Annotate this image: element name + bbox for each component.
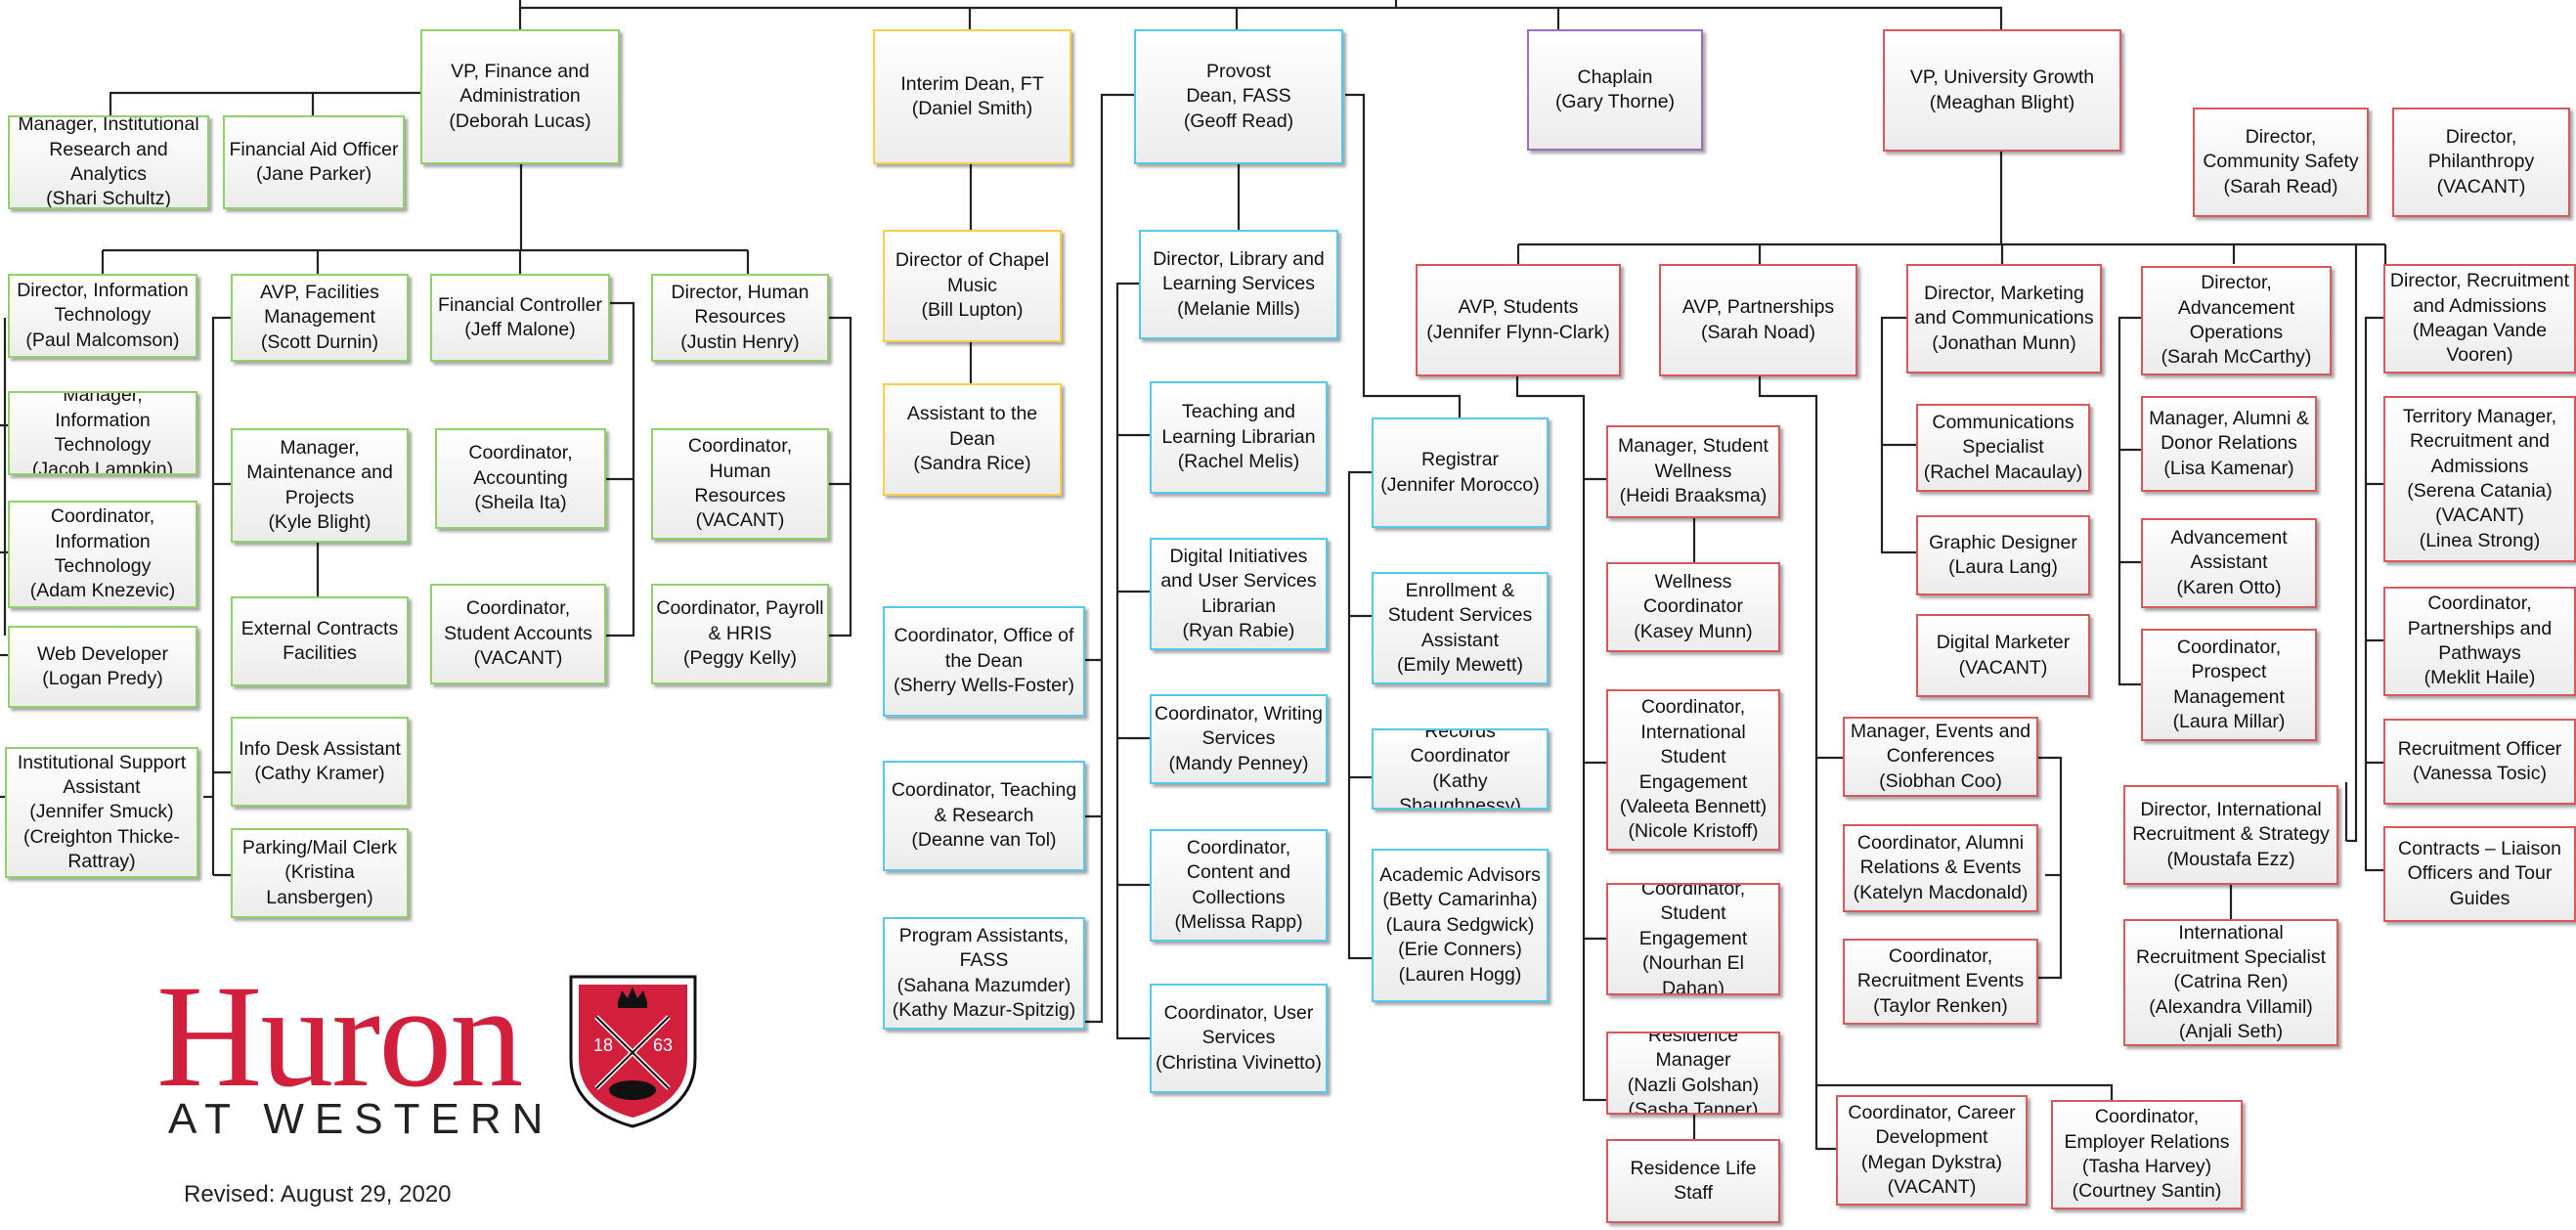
unit-box-vp-growth: VP, University Growth (Meaghan Blight) xyxy=(1883,29,2121,152)
unit-box-residence-manager: Residence Manager (Nazli Golshan) (Sasha… xyxy=(1606,1032,1780,1115)
unit-box-territory-manager: Territory Manager, Recruitment and Admis… xyxy=(2383,396,2576,562)
unit-box-residence-staff: Residence Life Staff xyxy=(1606,1139,1780,1223)
unit-box-dir-it: Director, Information Technology (Paul M… xyxy=(8,274,197,358)
unit-box-intl-recruitment-specialist: International Recruitment Specialist (Ca… xyxy=(2123,919,2338,1046)
unit-box-provost: Provost Dean, FASS (Geoff Read) xyxy=(1134,29,1343,164)
unit-box-recruitment-officer: Recruitment Officer (Vanessa Tosic) xyxy=(2383,719,2576,805)
unit-box-teaching-librarian: Teaching and Learning Librarian (Rachel … xyxy=(1150,381,1328,494)
unit-box-coord-intl-engagement: Coordinator, International Student Engag… xyxy=(1606,689,1780,851)
unit-box-coord-it: Coordinator, Information Technology (Ada… xyxy=(8,501,197,608)
unit-box-parking-clerk: Parking/Mail Clerk (Kristina Lansbergen) xyxy=(231,828,409,918)
unit-box-avp-facilities: AVP, Facilities Management (Scott Durnin… xyxy=(231,274,409,362)
unit-box-coord-recruitment-events: Coordinator, Recruitment Events (Taylor … xyxy=(1843,939,2038,1025)
unit-box-registrar: Registrar (Jennifer Morocco) xyxy=(1372,417,1549,528)
unit-box-coord-alumni-events: Coordinator, Alumni Relations & Events (… xyxy=(1843,824,2038,912)
crest-year-right: 63 xyxy=(653,1035,673,1055)
unit-box-dir-recruitment: Director, Recruitment and Admissions (Me… xyxy=(2383,264,2576,373)
crest-icon: 18 63 xyxy=(569,975,697,1128)
unit-box-dir-hr: Director, Human Resources (Justin Henry) xyxy=(651,274,829,362)
unit-box-digital-librarian: Digital Initiatives and User Services Li… xyxy=(1150,538,1328,650)
unit-box-coord-accounting: Coordinator, Accounting (Sheila Ita) xyxy=(435,428,606,529)
unit-box-avp-partnerships: AVP, Partnerships (Sarah Noad) xyxy=(1659,264,1857,376)
unit-box-info-desk: Info Desk Assistant (Cathy Kramer) xyxy=(231,717,409,807)
unit-box-mgr-it: Manager, Information Technology (Jacob L… xyxy=(8,391,197,475)
unit-box-dir-marketing: Director, Marketing and Communications (… xyxy=(1906,264,2102,373)
unit-box-web-developer: Web Developer (Logan Predy) xyxy=(8,626,197,708)
unit-box-mgr-institutional-research: Manager, Institutional Research and Anal… xyxy=(8,115,209,209)
unit-box-financial-controller: Financial Controller (Jeff Malone) xyxy=(430,274,610,362)
unit-box-dir-community-safety: Director, Community Safety (Sarah Read) xyxy=(2193,108,2369,217)
unit-box-chaplain: Chaplain (Gary Thorne) xyxy=(1527,29,1703,151)
unit-box-avp-students: AVP, Students (Jennifer Flynn-Clark) xyxy=(1416,264,1621,376)
unit-box-coord-student-accounts: Coordinator, Student Accounts (VACANT) xyxy=(430,584,606,684)
unit-box-inst-support: Institutional Support Assistant (Jennife… xyxy=(5,747,198,878)
unit-box-coord-partnerships-pathways: Coordinator, Partnerships and Pathways (… xyxy=(2383,587,2576,696)
unit-box-program-assistants: Program Assistants, FASS (Sahana Mazumde… xyxy=(883,917,1085,1030)
unit-box-assistant-dean: Assistant to the Dean (Sandra Rice) xyxy=(883,383,1062,496)
unit-box-mgr-maintenance: Manager, Maintenance and Projects (Kyle … xyxy=(231,428,409,543)
unit-box-enrollment-assistant: Enrollment & Student Services Assistant … xyxy=(1372,572,1549,684)
unit-box-coord-office-dean: Coordinator, Office of the Dean (Sherry … xyxy=(883,606,1085,717)
revised-date: Revised: August 29, 2020 xyxy=(184,1181,452,1208)
unit-box-advancement-assistant: Advancement Assistant (Karen Otto) xyxy=(2141,518,2317,608)
unit-box-external-contracts: External Contracts Facilities xyxy=(231,596,409,686)
unit-box-coord-hr: Coordinator, Human Resources (VACANT) xyxy=(651,428,829,540)
unit-box-dir-philanthropy: Director, Philanthropy (VACANT) xyxy=(2392,108,2570,217)
unit-box-dir-intl-recruitment: Director, International Recruitment & St… xyxy=(2123,785,2338,885)
unit-box-mgr-wellness: Manager, Student Wellness (Heidi Braaksm… xyxy=(1606,425,1780,518)
unit-box-coord-prospect: Coordinator, Prospect Management (Laura … xyxy=(2141,629,2317,741)
unit-box-dir-chapel-music: Director of Chapel Music (Bill Lupton) xyxy=(883,230,1062,342)
unit-box-wellness-coord: Wellness Coordinator (Kasey Munn) xyxy=(1606,562,1780,652)
logo-wordmark: Huron xyxy=(156,955,523,1118)
unit-box-coord-teaching-research: Coordinator, Teaching & Research (Deanne… xyxy=(883,761,1085,871)
unit-box-financial-aid-officer: Financial Aid Officer (Jane Parker) xyxy=(223,115,405,209)
crest-year-left: 18 xyxy=(593,1035,613,1055)
unit-box-coord-student-engagement: Coordinator, Student Engagement (Nourhan… xyxy=(1606,883,1780,995)
unit-box-coord-employer: Coordinator, Employer Relations (Tasha H… xyxy=(2051,1100,2243,1209)
unit-box-records-coord: Records Coordinator (Kathy Shaughnessy) xyxy=(1372,728,1549,810)
unit-box-digital-marketer: Digital Marketer (VACANT) xyxy=(1916,614,2090,697)
unit-box-comms-specialist: Communications Specialist (Rachel Macaul… xyxy=(1916,404,2090,492)
unit-box-graphic-designer: Graphic Designer (Laura Lang) xyxy=(1916,515,2090,595)
unit-box-academic-advisors: Academic Advisors (Betty Camarinha) (Lau… xyxy=(1372,849,1549,1002)
unit-box-mgr-events: Manager, Events and Conferences (Siobhan… xyxy=(1843,717,2038,797)
unit-box-contracts-liaison: Contracts – Liaison Officers and Tour Gu… xyxy=(2383,826,2576,922)
logo-subtitle: AT WESTERN xyxy=(168,1095,554,1143)
unit-box-coord-content: Coordinator, Content and Collections (Me… xyxy=(1150,829,1328,942)
unit-box-coord-payroll: Coordinator, Payroll & HRIS (Peggy Kelly… xyxy=(651,584,829,684)
unit-box-coord-writing: Coordinator, Writing Services (Mandy Pen… xyxy=(1150,694,1328,784)
unit-box-vp-finance: VP, Finance and Administration (Deborah … xyxy=(420,29,620,164)
unit-box-interim-dean: Interim Dean, FT (Daniel Smith) xyxy=(873,29,1071,164)
unit-box-coord-career: Coordinator, Career Development (Megan D… xyxy=(1836,1095,2028,1206)
unit-box-dir-advancement: Director, Advancement Operations (Sarah … xyxy=(2141,266,2332,375)
unit-box-mgr-alumni: Manager, Alumni & Donor Relations (Lisa … xyxy=(2141,396,2317,492)
unit-box-coord-user-services: Coordinator, User Services (Christina Vi… xyxy=(1150,984,1328,1093)
unit-box-dir-library: Director, Library and Learning Services … xyxy=(1139,230,1338,339)
